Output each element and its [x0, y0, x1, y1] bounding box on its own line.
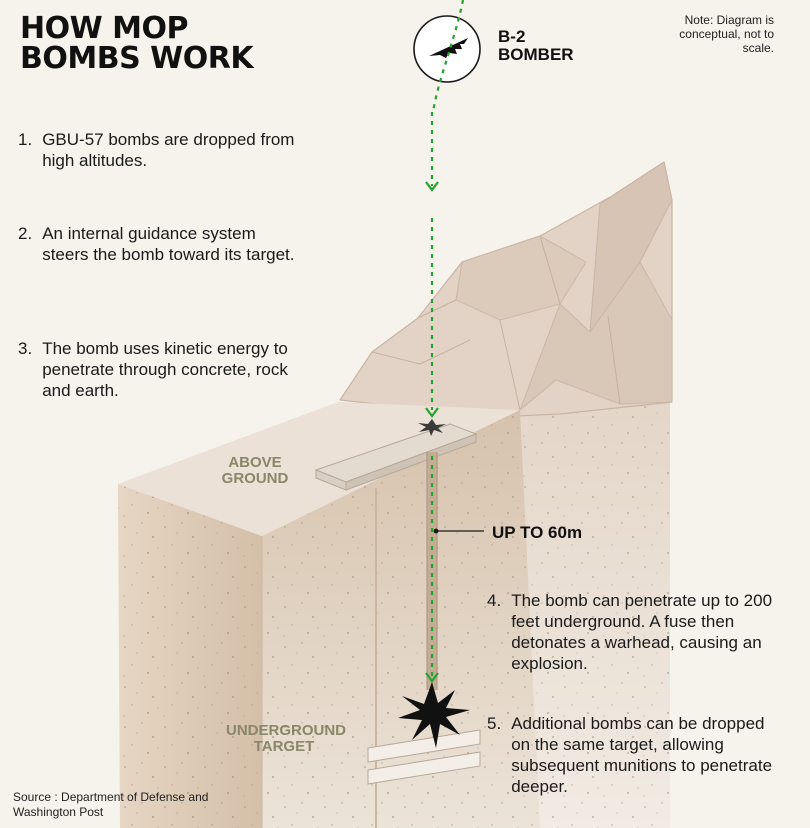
step-3-text: The bomb uses kinetic energy to penetrat…: [42, 339, 288, 400]
depth-label: UP TO 60m: [492, 523, 583, 542]
earth-left-face: [118, 484, 262, 828]
step-1-number: 1.: [18, 130, 33, 149]
bomber-label: B-2 BOMBER: [498, 28, 574, 64]
step-5: 5. Additional bombs can be dropped on th…: [487, 713, 787, 797]
step-3: 3. The bomb uses kinetic energy to penet…: [18, 338, 298, 401]
underground-target-label: UNDERGROUND TARGET: [226, 722, 346, 755]
bomb-trajectory: [425, 0, 465, 683]
bomber-label-line-1: B-2: [498, 27, 526, 46]
title-line-2: BOMBS WORK: [20, 41, 254, 76]
step-5-number: 5.: [487, 714, 502, 733]
impact-burst-icon: [418, 419, 446, 436]
depth-leader-line: [433, 528, 484, 534]
explosion-icon: [398, 682, 470, 748]
earth-front-face: [261, 410, 540, 828]
underground-target-line-1: UNDERGROUND: [226, 722, 346, 739]
step-4: 4. The bomb can penetrate up to 200 feet…: [487, 590, 787, 674]
step-1-text: GBU-57 bombs are dropped from high altit…: [42, 130, 295, 170]
step-2: 2. An internal guidance system steers th…: [18, 223, 298, 265]
step-2-number: 2.: [18, 224, 33, 243]
source-credit: Source : Department of Defense and Washi…: [13, 790, 209, 819]
title-line-1: HOW MOP: [20, 11, 189, 46]
step-4-text: The bomb can penetrate up to 200 feet un…: [511, 591, 773, 673]
step-4-number: 4.: [487, 591, 502, 610]
rock-outcrop: [339, 161, 673, 436]
page-title: HOW MOP BOMBS WORK: [20, 11, 254, 76]
scale-note: Note: Diagram is conceptual, not to scal…: [679, 13, 774, 55]
surface-slab: [314, 423, 478, 491]
step-1: 1. GBU-57 bombs are dropped from high al…: [18, 129, 298, 171]
underground-target-slabs: [367, 729, 481, 785]
step-5-text: Additional bombs can be dropped on the s…: [511, 714, 773, 796]
above-ground-line-1: ABOVE: [228, 454, 282, 471]
step-3-number: 3.: [18, 339, 33, 358]
step-2-text: An internal guidance system steers the b…: [42, 224, 295, 264]
b2-bomber-icon: [413, 15, 481, 83]
above-ground-label: ABOVE GROUND: [210, 455, 300, 487]
underground-target-line-2: TARGET: [253, 738, 315, 755]
penetration-shaft: [426, 452, 438, 690]
bomber-label-line-2: BOMBER: [498, 45, 574, 64]
above-ground-line-2: GROUND: [221, 470, 289, 487]
